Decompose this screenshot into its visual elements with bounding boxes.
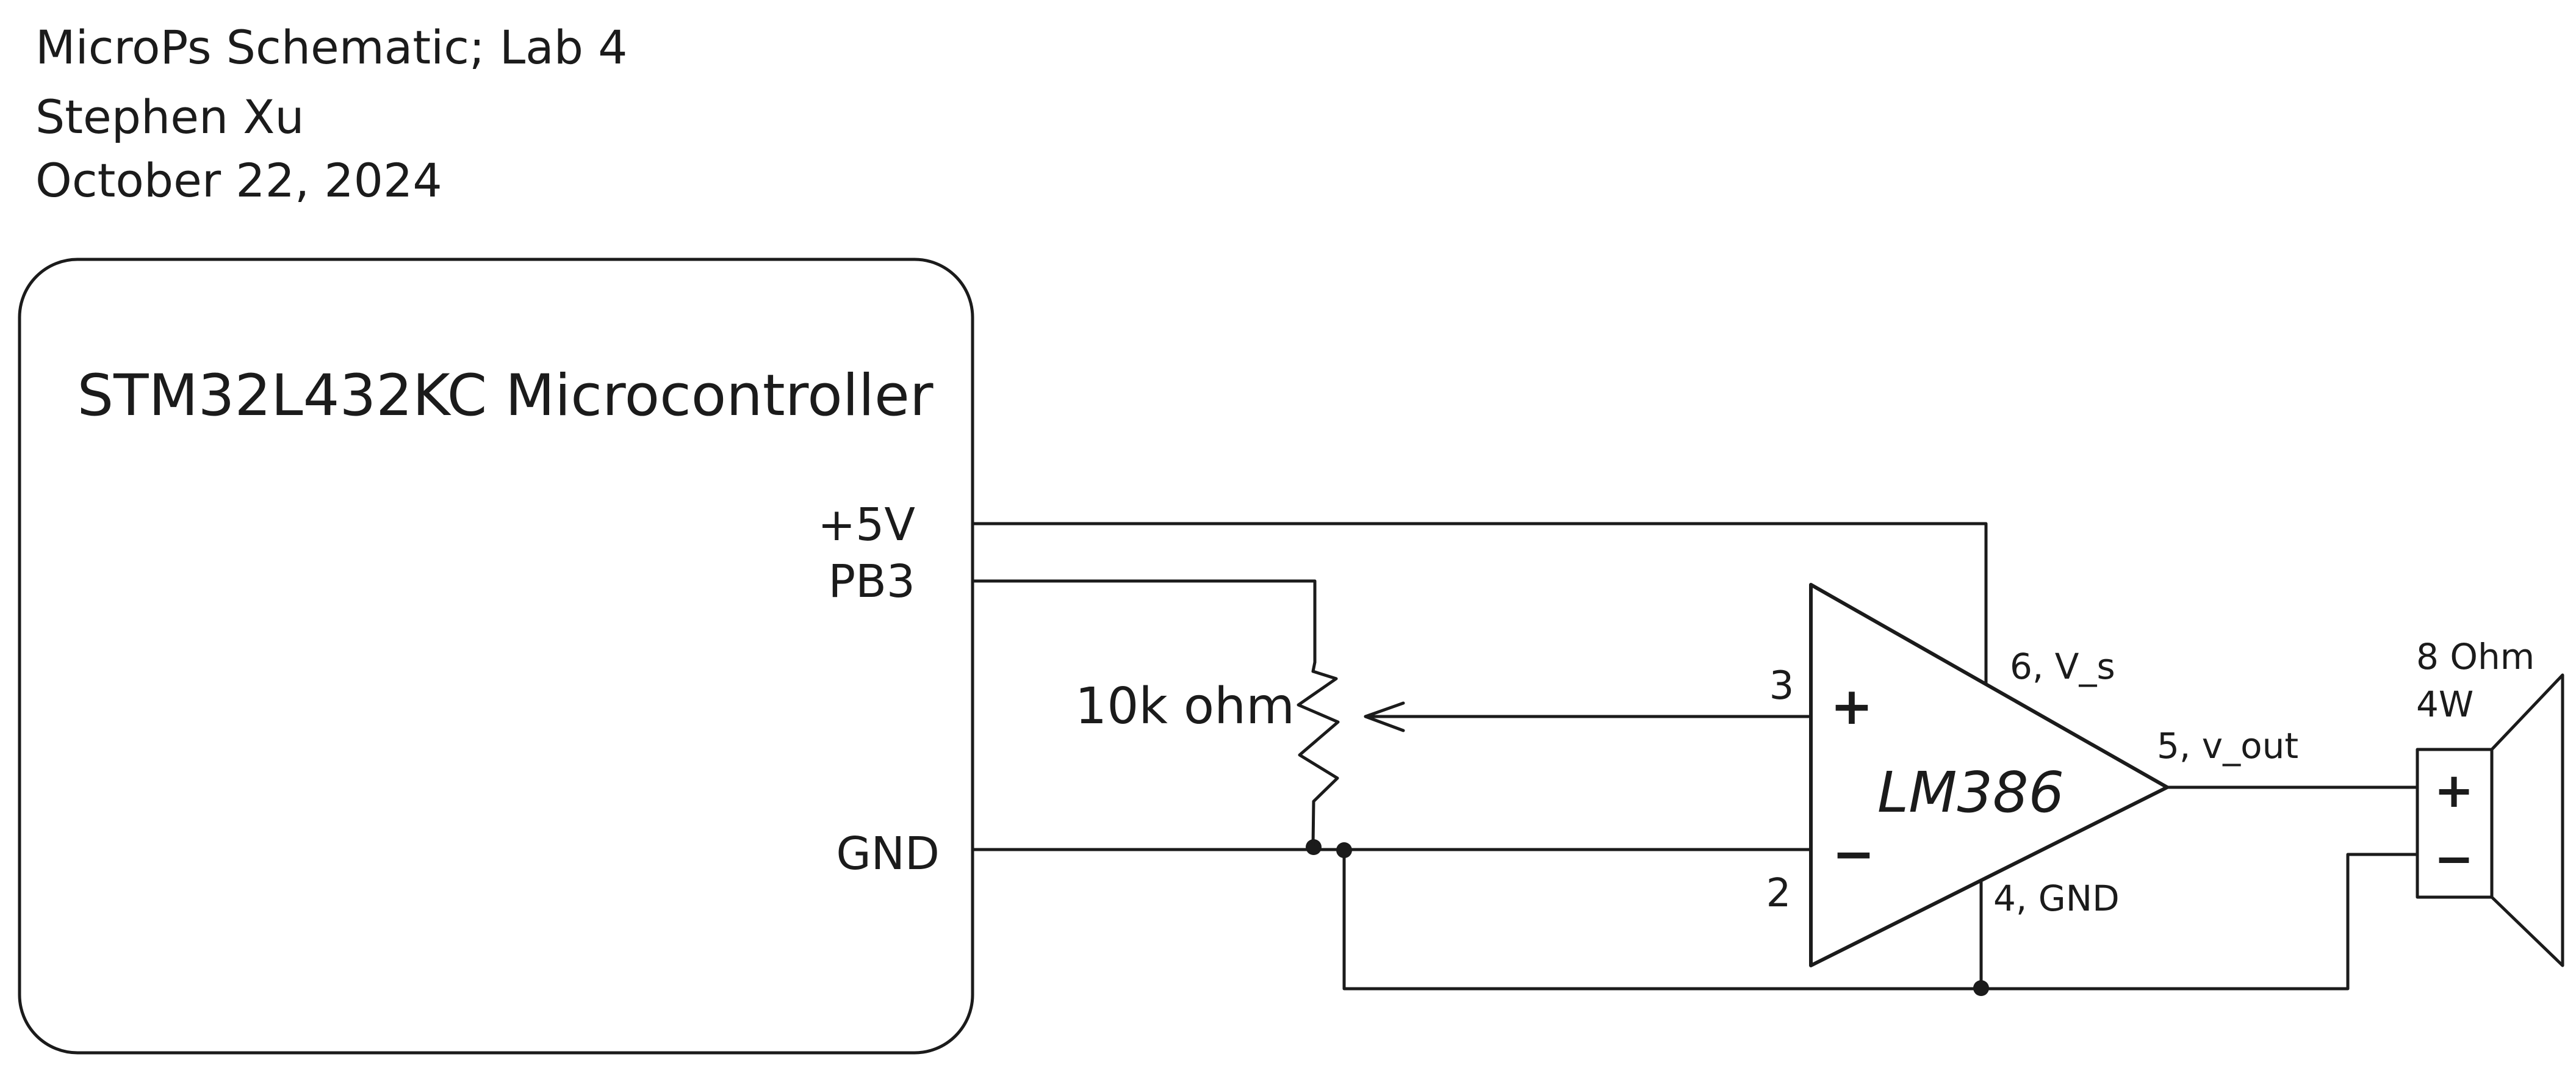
- opamp-triangle: [1809, 583, 2169, 967]
- opamp-name: LM386: [1877, 760, 2064, 825]
- junction-dot-pot-gnd: [1306, 839, 1322, 855]
- speaker-plus-sign: +: [2434, 764, 2473, 818]
- opamp: LM386 3 + − 2 6, V_s 5, v_out 4, GND: [1766, 583, 2298, 967]
- wires: [971, 522, 2419, 996]
- potentiometer-wiper-arrowhead: [1364, 701, 1405, 732]
- opamp-plus-sign: +: [1830, 676, 1873, 736]
- potentiometer-zigzag: [1297, 660, 1340, 847]
- opamp-pin5-label: 5, v_out: [2157, 725, 2298, 767]
- junction-dot-ground-drop: [1336, 842, 1352, 858]
- pin-label-gnd: GND: [836, 828, 940, 880]
- title-line-2: Stephen Xu: [35, 90, 304, 144]
- speaker-minus-sign: −: [2434, 832, 2473, 887]
- title-line-3: October 22, 2024: [35, 153, 442, 208]
- opamp-pin4-label: 4, GND: [1993, 878, 2120, 919]
- opamp-minus-sign: −: [1832, 824, 1875, 884]
- pin-label-5v: +5V: [818, 499, 915, 551]
- wire-pb3-to-pot: [971, 579, 1317, 664]
- wire-5v-to-pin6: [971, 522, 1988, 686]
- wire-ground-return-to-speaker: [1342, 849, 2419, 991]
- title-line-1: MicroPs Schematic; Lab 4: [35, 20, 627, 74]
- speaker-power-label: 4W: [2416, 684, 2473, 725]
- opamp-pin3-number: 3: [1769, 663, 1794, 709]
- speaker-impedance-label: 8 Ohm: [2416, 636, 2535, 677]
- pin-label-pb3: PB3: [829, 555, 915, 608]
- title-block: MicroPs Schematic; Lab 4 Stephen Xu Octo…: [35, 20, 627, 208]
- speaker-horn: [2490, 673, 2564, 967]
- junction-dot-pin4-ground: [1973, 980, 1989, 996]
- microcontroller-label: STM32L432KC Microcontroller: [77, 363, 933, 429]
- opamp-pin2-number: 2: [1766, 871, 1791, 916]
- potentiometer: 10k ohm: [1075, 660, 1810, 847]
- microcontroller-box: [18, 258, 974, 1055]
- opamp-pin6-label: 6, V_s: [2010, 646, 2115, 687]
- speaker: 8 Ohm 4W + −: [2416, 636, 2564, 967]
- potentiometer-label: 10k ohm: [1075, 677, 1295, 735]
- microcontroller-block: STM32L432KC Microcontroller +5V PB3 GND: [18, 258, 974, 1055]
